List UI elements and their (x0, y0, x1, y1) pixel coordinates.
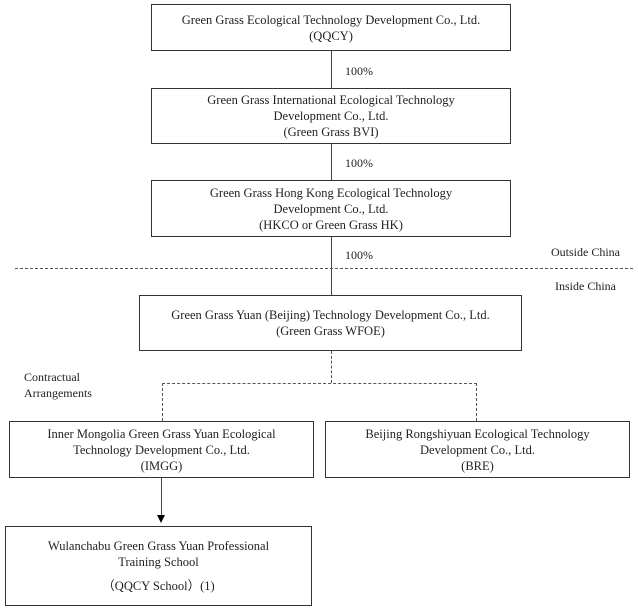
inside-china-label: Inside China (555, 279, 616, 293)
ownership-label-hkco-wfoe: 100% (345, 248, 373, 262)
connector-qqcy-bvi (331, 51, 332, 88)
entity-wfoe-name: Green Grass Yuan (Beijing) Technology De… (171, 308, 490, 322)
entity-green-grass-bvi: Green Grass International Ecological Tec… (151, 88, 511, 144)
entity-qqcy-school: Wulanchabu Green Grass Yuan Professional… (5, 526, 312, 606)
connector-bvi-hkco (331, 144, 332, 180)
entity-hkco-name-line2: Development Co., Ltd. (273, 201, 389, 216)
entity-qqcy-abbr: (QQCY) (309, 28, 353, 43)
contractual-label-line2: Arrangements (24, 386, 92, 400)
arrowhead-icon (157, 515, 165, 523)
ownership-label-qqcy-bvi: 100% (345, 64, 373, 78)
contract-connector-main (331, 351, 332, 383)
entity-imgg-abbr: (IMGG) (140, 458, 183, 473)
entity-bre-name-line1: Beijing Rongshiyuan Ecological Technolog… (365, 426, 590, 441)
entity-bvi-name-line2: Development Co., Ltd. (273, 109, 389, 123)
connector-imgg-school (161, 478, 162, 516)
contractual-label-line1: Contractual (24, 370, 80, 384)
entity-imgg-name-line2: Technology Development Co., Ltd. (73, 442, 250, 457)
entity-bre: Beijing Rongshiyuan Ecological Technolog… (325, 421, 630, 478)
entity-wfoe-abbr: (Green Grass WFOE) (276, 324, 385, 338)
entity-wfoe: Green Grass Yuan (Beijing) Technology De… (139, 295, 522, 351)
entity-hkco-name-line1: Green Grass Hong Kong Ecological Technol… (209, 185, 453, 200)
china-border-line (15, 268, 633, 269)
ownership-label-bvi-hkco: 100% (345, 156, 373, 170)
entity-hkco-abbr: (HKCO or Green Grass HK) (259, 217, 403, 232)
entity-qqcy: Green Grass Ecological Technology Develo… (151, 4, 511, 51)
entity-school-name-line2: Training School (118, 555, 199, 569)
entity-bvi-name-line1: Green Grass International Ecological Tec… (207, 93, 455, 107)
entity-school-name-line1: Wulanchabu Green Grass Yuan Professional (47, 539, 270, 553)
entity-hkco: Green Grass Hong Kong Ecological Technol… (151, 180, 511, 237)
entity-school-abbr: （QQCY School）(1) (102, 579, 215, 593)
entity-bre-name-line2: Development Co., Ltd. (420, 442, 535, 457)
outside-china-label: Outside China (551, 245, 620, 259)
contract-connector-horizontal (162, 383, 477, 384)
entity-qqcy-name: Green Grass Ecological Technology Develo… (181, 12, 481, 27)
contract-connector-left (162, 383, 163, 421)
entity-bvi-abbr: (Green Grass BVI) (283, 125, 379, 139)
entity-imgg-name-line1: Inner Mongolia Green Grass Yuan Ecologic… (47, 426, 276, 441)
entity-imgg: Inner Mongolia Green Grass Yuan Ecologic… (9, 421, 314, 478)
entity-bre-abbr: (BRE) (461, 458, 494, 473)
contract-connector-right (476, 383, 477, 421)
connector-hkco-wfoe (331, 237, 332, 295)
